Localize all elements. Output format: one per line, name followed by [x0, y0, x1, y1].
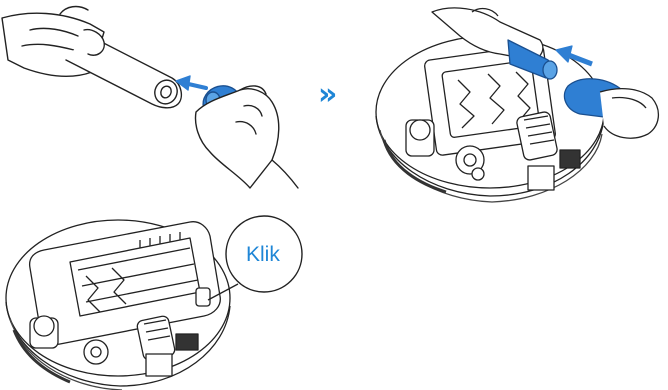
- step-arrow: »: [318, 77, 337, 112]
- step3-robot-click: [6, 220, 238, 390]
- right-hand-sketch: [196, 89, 279, 188]
- step2-robot-insert: [376, 8, 658, 202]
- klik-callout: Klik: [226, 216, 302, 292]
- step1-insert-cap: [2, 7, 298, 188]
- callout-text: Klik: [246, 243, 280, 266]
- right-hand-sketch-2: [600, 89, 658, 139]
